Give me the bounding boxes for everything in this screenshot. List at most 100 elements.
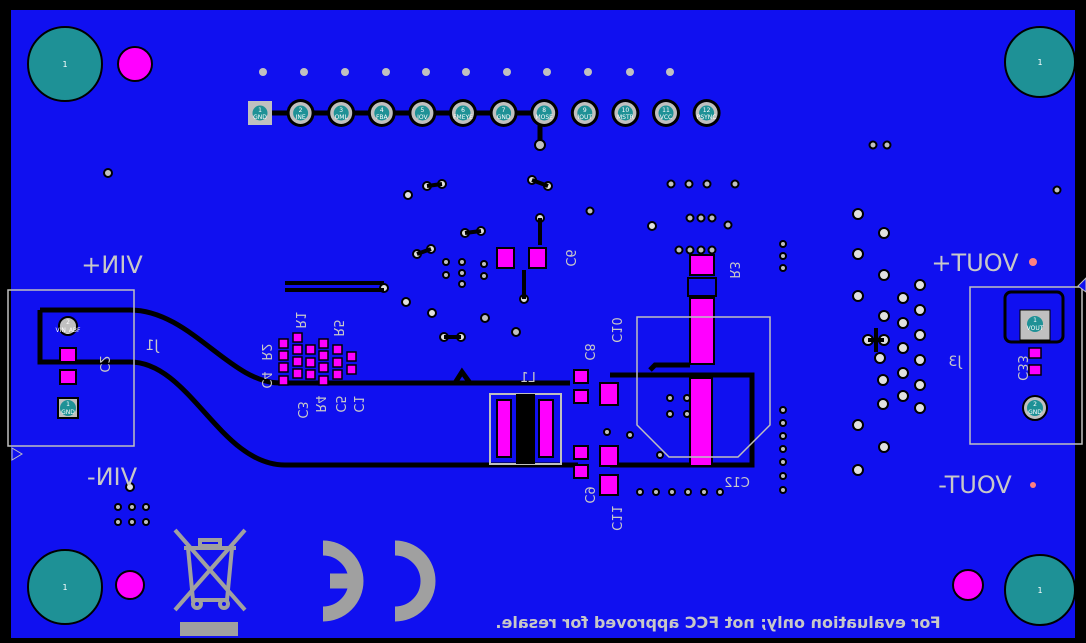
c2-refdes: C2 — [96, 355, 111, 372]
header-pin-name: MSTR — [617, 114, 634, 121]
svg-text:GND: GND — [61, 409, 75, 416]
j1-connector — [7, 289, 135, 461]
svg-text:1: 1 — [1033, 317, 1037, 324]
c4-refdes: C4 — [258, 371, 273, 388]
svg-text:1: 1 — [66, 401, 70, 408]
header-pin-name: IOUT — [578, 114, 593, 121]
c12-refdes: C12 — [724, 476, 750, 491]
header-pin-number: 4 — [380, 107, 384, 114]
header-pin-number: 8 — [542, 107, 546, 114]
j1-refdes: J1 — [145, 338, 159, 354]
header-pin-number: 10 — [622, 107, 630, 114]
header-pin-name: GND — [253, 114, 267, 121]
vout-minus-label: VOUT- — [938, 471, 1012, 499]
cluster-labels: R2 C4 C3 R1 R5 R4 C5 C1 — [258, 311, 365, 418]
cap-outline — [636, 316, 771, 458]
c1-refdes: C1 — [350, 395, 365, 412]
svg-text:2: 2 — [66, 319, 70, 326]
svg-text:VOUT: VOUT — [1027, 325, 1044, 332]
c10-refdes: C10 — [608, 317, 623, 343]
output-cap-labels: C8 C10 C9 C11 C12 — [581, 317, 750, 531]
svg-text:1: 1 — [1037, 58, 1042, 67]
via-field — [103, 140, 1062, 526]
j3-connector — [969, 277, 1086, 445]
r5-refdes: R5 — [330, 319, 345, 336]
power-traces — [37, 307, 755, 468]
j3-refdes: J3 — [948, 354, 962, 370]
weee-bin-icon — [173, 528, 247, 636]
header-pin-name: OML — [335, 114, 349, 121]
r3-component — [687, 254, 717, 365]
footer-notice: For evaluation only; not FCC approved fo… — [495, 613, 940, 632]
l1-refdes: L1 — [520, 371, 536, 386]
j3-pad-gnd[interactable]: 2 GND — [1022, 395, 1048, 421]
header-pin-number: 5 — [420, 107, 424, 114]
j1-pad-gnd[interactable]: 1 GND — [57, 397, 79, 419]
header-pin-name: GND — [497, 114, 511, 121]
r4-refdes: R4 — [312, 395, 327, 412]
j1-pad-vin[interactable]: 2 VIN_ABF — [55, 316, 81, 336]
via — [534, 139, 546, 151]
vin-minus-label: VIN- — [87, 463, 137, 491]
j3-pad-vout[interactable]: 1 VOUT — [1019, 309, 1051, 341]
short-traces — [285, 178, 884, 352]
header-pin-number: 7 — [502, 107, 506, 114]
header-testpoints — [259, 68, 674, 76]
mount-hole-top-right: 1 — [1004, 26, 1076, 98]
fiducial-top-left — [117, 46, 153, 82]
header-pin-number: 11 — [662, 107, 670, 114]
header-pin-name: FMEYE — [453, 114, 473, 121]
header-pin-number: 6 — [461, 107, 465, 114]
c5-refdes: C5 — [332, 395, 347, 412]
c9-refdes: C9 — [581, 486, 596, 503]
svg-text:1: 1 — [62, 583, 67, 592]
vin-plus-label: VIN+ — [81, 251, 143, 279]
c8-refdes: C8 — [581, 343, 596, 360]
header-pin-name: VCC — [660, 114, 672, 121]
svg-text:GND: GND — [1028, 409, 1042, 416]
l1-inductor — [489, 393, 562, 465]
r2-refdes: R2 — [258, 343, 273, 360]
header-connector[interactable]: 1GND2INE3OML4FBA5IOV6FMEYE7GND8MOSE9IOUT… — [248, 99, 721, 127]
c3-refdes: C3 — [294, 401, 309, 418]
r3-refdes: R3 — [726, 261, 741, 278]
output-caps — [573, 369, 713, 496]
header-pin-number: 9 — [583, 107, 587, 114]
svg-text:1: 1 — [62, 60, 67, 69]
fiducial-bottom-left — [115, 570, 145, 600]
header-pin-name: PSYNC — [697, 114, 717, 121]
c33-refdes: C33 — [1014, 355, 1029, 381]
header-pin-name: MOSE — [535, 114, 553, 121]
header-pin-number: 1 — [258, 107, 262, 114]
header-pin-name: INE — [296, 114, 306, 121]
header-pin-number: 12 — [703, 107, 711, 114]
vout-plus-dot — [1029, 258, 1037, 266]
c11-refdes: C11 — [608, 505, 623, 531]
vout-minus-dot — [1030, 482, 1036, 488]
smd-cluster — [278, 332, 357, 386]
svg-text:2: 2 — [1033, 401, 1037, 408]
c6-component — [496, 247, 547, 269]
header-pin-name: IOV — [417, 114, 428, 121]
r1-refdes: R1 — [292, 311, 307, 328]
fiducial-bottom-right — [952, 569, 984, 601]
header-pin-name: FBA — [376, 114, 389, 121]
ce-mark-logo — [322, 540, 436, 622]
header-pin-number: 2 — [299, 107, 303, 114]
header-pin-number: 3 — [339, 107, 343, 114]
vout-plus-label: VOUT+ — [931, 249, 1018, 277]
svg-text:1: 1 — [1037, 586, 1042, 595]
